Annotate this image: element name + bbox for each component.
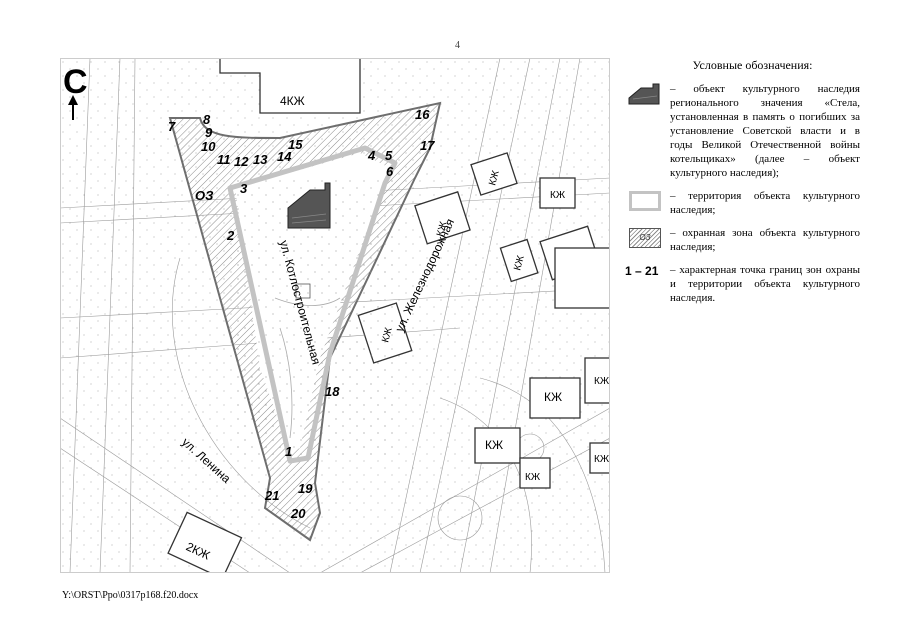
north-arrow: С [63, 63, 88, 120]
monument-icon [287, 182, 331, 229]
map-canvas: 4КЖ 2КЖ КЖ КЖ КЖ КЖ КЖ КЖ КЖ КЖ КЖ КЖ [60, 58, 610, 573]
boundary-point: 9 [205, 125, 213, 140]
legend-text: – объект культурного наследия региональн… [670, 83, 860, 179]
legend-text: – территория объекта культурного наследи… [670, 190, 860, 216]
boundary-point: 20 [290, 506, 306, 521]
boundary-point: 6 [386, 164, 394, 179]
building-label: КЖ [594, 454, 610, 465]
park-paths [274, 283, 341, 439]
boundary-point: 11 [217, 152, 231, 167]
boundary-point: 5 [385, 148, 393, 163]
boundary-point: 14 [277, 149, 292, 164]
legend-text: – охранная зона объекта культурного насл… [670, 227, 860, 253]
territory-swatch [629, 191, 661, 211]
north-letter: С [63, 63, 88, 101]
protection-zone-swatch: ОЗ [629, 228, 661, 248]
legend-item-monument: – объект культурного наследия региональн… [625, 82, 860, 180]
legend-title: Условные обозначения: [692, 58, 813, 72]
boundary-point: 12 [234, 154, 249, 169]
legend-item-territory: – территория объекта культурного наследи… [625, 189, 860, 217]
boundary-point: 19 [298, 481, 313, 496]
file-path: Y:\ORST\Ppo\0317p168.f20.docx [62, 590, 199, 601]
boundary-point: 7 [168, 119, 176, 134]
boundary-points: 1 2 3 4 5 6 7 8 9 10 11 12 13 14 15 16 1… [168, 107, 435, 521]
legend-text: – характерная точка границ зон охраны и … [670, 264, 860, 304]
boundary-point: 3 [240, 181, 248, 196]
building-label: КЖ [435, 220, 450, 238]
boundary-point: 4 [367, 148, 376, 163]
boundary-point: 21 [264, 488, 279, 503]
boundary-point: 1 [285, 444, 292, 459]
boundary-point: 13 [253, 152, 268, 167]
boundary-point: 2 [226, 228, 235, 243]
building-label: КЖ [512, 254, 527, 272]
boundary-point: 18 [325, 384, 340, 399]
legend: Условные обозначения: – объект культурно… [625, 58, 860, 314]
boundary-point: 17 [420, 138, 435, 153]
boundary-point: 10 [201, 139, 216, 154]
building-4kzh [219, 58, 361, 114]
heritage-territory-outline [227, 145, 398, 464]
building-label: КЖ [594, 376, 610, 387]
building-label: КЖ [487, 169, 502, 187]
boundary-point: 8 [203, 112, 211, 127]
legend-item-protection-zone: ОЗ – охранная зона объекта культурного н… [625, 226, 860, 254]
building-label: КЖ [544, 390, 562, 404]
building-label: КЖ [550, 190, 566, 201]
buildings [167, 58, 610, 573]
building-labels: 4КЖ 2КЖ КЖ КЖ КЖ КЖ КЖ КЖ КЖ КЖ КЖ КЖ [184, 94, 610, 563]
boundary-point: 16 [415, 107, 430, 122]
boundary-point: 15 [288, 137, 303, 152]
building-2kzh [167, 511, 243, 573]
building-label: 4КЖ [280, 94, 305, 108]
site-plan-map: 4КЖ 2КЖ КЖ КЖ КЖ КЖ КЖ КЖ КЖ КЖ КЖ КЖ [60, 58, 610, 573]
monument-icon [625, 82, 670, 106]
page-number: 4 [455, 40, 460, 51]
building-label: КЖ [485, 438, 503, 452]
points-range-label: 1 – 21 [625, 264, 659, 278]
zone-label: ОЗ [195, 188, 214, 203]
legend-item-points: 1 – 21 – характерная точка границ зон ох… [625, 263, 860, 305]
building-label: КЖ [525, 472, 541, 483]
